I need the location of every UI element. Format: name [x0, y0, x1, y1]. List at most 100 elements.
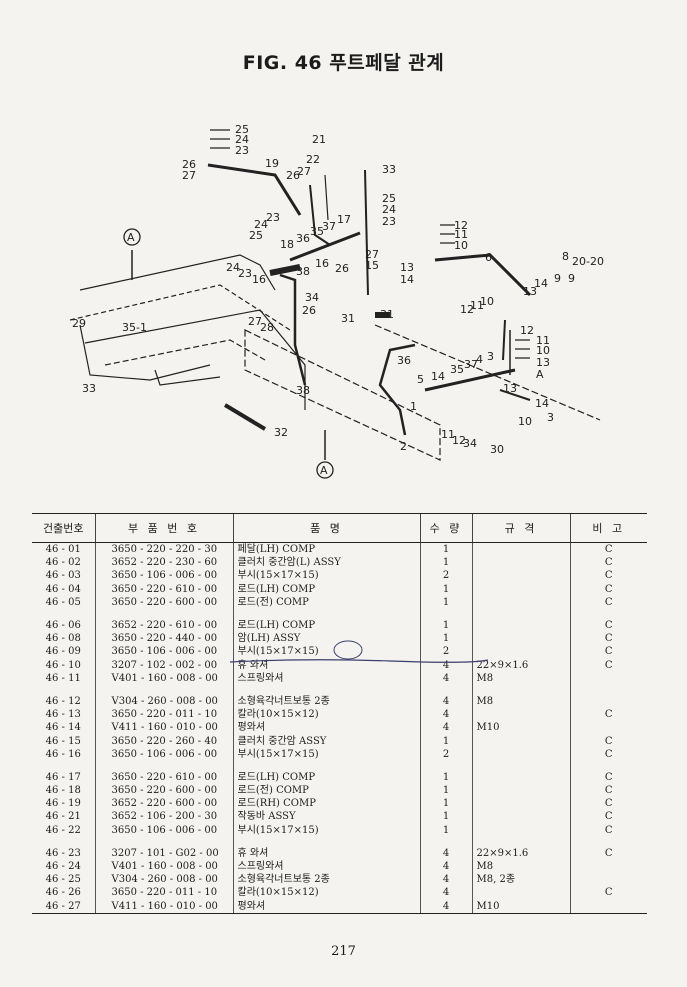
svg-text:13: 13 — [503, 382, 517, 395]
cell-part-name: 칼라(10×15×12) — [232, 886, 420, 900]
cell-remarks: C — [569, 582, 647, 596]
svg-text:31: 31 — [380, 308, 394, 321]
cell-quantity: 2 — [419, 747, 472, 761]
svg-text:36: 36 — [397, 354, 411, 367]
cell-part-number: V411 - 160 - 010 - 00 — [94, 899, 233, 914]
cell-part-name: 칼라(10×15×12) — [232, 708, 420, 722]
header-remarks: 비 고 — [569, 513, 647, 543]
cell-part-number: V401 - 160 - 008 - 00 — [94, 671, 233, 685]
cell-quantity: 1 — [419, 632, 472, 646]
svg-text:24: 24 — [254, 218, 268, 231]
table-spacer-row — [32, 684, 647, 695]
cell-quantity: 1 — [419, 582, 472, 596]
svg-text:17: 17 — [337, 213, 351, 226]
svg-text:19: 19 — [265, 157, 279, 170]
cell-part-name: 로드(RH) COMP — [232, 797, 420, 811]
foot-pedal-exploded-diagram: 25 24 23 26 27 19 21 22 26 27 33 25 24 2… — [69, 123, 604, 479]
diagram-part-numbers: 25 24 23 26 27 19 21 22 26 27 33 25 24 2… — [72, 123, 604, 479]
svg-text:27: 27 — [297, 165, 311, 178]
svg-text:14: 14 — [431, 370, 445, 383]
cell-part-number: 3652 - 220 - 600 - 00 — [94, 797, 233, 811]
svg-text:11: 11 — [454, 228, 468, 241]
cell-spec — [471, 632, 570, 646]
svg-text:27: 27 — [365, 248, 379, 261]
svg-text:23: 23 — [235, 144, 249, 157]
spacer-cell — [232, 760, 420, 771]
cell-part-name: 페달(LH) COMP — [232, 542, 420, 557]
svg-text:32: 32 — [274, 426, 288, 439]
cell-item-no: 46 - 18 — [45, 785, 81, 797]
spacer-cell — [569, 608, 647, 619]
svg-text:12: 12 — [520, 324, 534, 337]
cell-item-no: 46 - 04 — [45, 583, 81, 595]
spacer-cell — [32, 685, 95, 695]
cell-quantity: 1 — [419, 784, 472, 798]
cell-item-no: 46 - 15 — [45, 735, 81, 747]
svg-text:16: 16 — [252, 273, 266, 286]
cell-remarks — [569, 899, 647, 914]
svg-text:10: 10 — [480, 295, 494, 308]
cell-quantity: 4 — [419, 899, 472, 914]
svg-text:14: 14 — [535, 397, 549, 410]
cell-item-no: 46 - 05 — [45, 596, 81, 608]
spacer-cell — [232, 836, 420, 847]
cell-quantity: 1 — [419, 797, 472, 811]
spacer-cell — [94, 608, 233, 619]
cell-part-number: V411 - 160 - 010 - 00 — [94, 721, 233, 735]
svg-text:26: 26 — [335, 262, 349, 275]
cell-part-number: V401 - 160 - 008 - 00 — [94, 859, 233, 874]
cell-remarks: C — [569, 810, 647, 824]
svg-text:16: 16 — [315, 257, 329, 270]
cell-part-name: 소형육각너트보통 2종 — [232, 694, 420, 709]
svg-text:8: 8 — [562, 250, 569, 263]
svg-text:21: 21 — [312, 133, 326, 146]
cell-item-no: 46 - 19 — [45, 798, 81, 810]
svg-text:12: 12 — [452, 434, 466, 447]
cell-spec: M10 — [471, 721, 570, 735]
svg-text:35: 35 — [450, 363, 464, 376]
cell-part-name: 스프링와셔 — [232, 859, 420, 874]
cell-spec — [471, 823, 570, 837]
cell-spec — [471, 569, 570, 583]
cell-part-name: 부시(15×17×15) — [232, 823, 420, 837]
cell-item-no: 46 - 22 — [45, 824, 81, 836]
cell-item-no: 46 - 23 — [45, 847, 81, 859]
cell-remarks: C — [569, 569, 647, 583]
spacer-cell — [471, 760, 570, 771]
cell-spec — [471, 618, 570, 633]
cell-spec — [471, 810, 570, 824]
svg-text:23: 23 — [266, 211, 280, 224]
cell-quantity: 4 — [419, 671, 472, 685]
cell-quantity: 1 — [419, 618, 472, 633]
svg-text:24: 24 — [235, 133, 249, 146]
cell-spec — [471, 784, 570, 798]
svg-text:5: 5 — [417, 373, 424, 386]
svg-text:24: 24 — [226, 261, 240, 274]
svg-text:37: 37 — [322, 220, 336, 233]
cell-part-name: 휴 와셔 — [232, 846, 420, 860]
cell-spec — [471, 734, 570, 748]
spacer-cell — [569, 684, 647, 695]
cell-quantity: 4 — [419, 658, 472, 672]
cell-item-no: 46 - 14 — [45, 722, 81, 734]
svg-text:6: 6 — [485, 251, 492, 264]
cell-remarks: C — [569, 708, 647, 722]
svg-text:10: 10 — [518, 415, 532, 428]
cell-item-no: 46 - 12 — [45, 695, 81, 707]
svg-text:24: 24 — [382, 203, 396, 216]
svg-text:3: 3 — [547, 411, 554, 424]
spacer-cell — [32, 837, 95, 847]
cell-item-no: 46 - 27 — [32, 899, 95, 914]
cell-remarks: C — [569, 734, 647, 748]
cell-spec: M8 — [471, 671, 570, 685]
